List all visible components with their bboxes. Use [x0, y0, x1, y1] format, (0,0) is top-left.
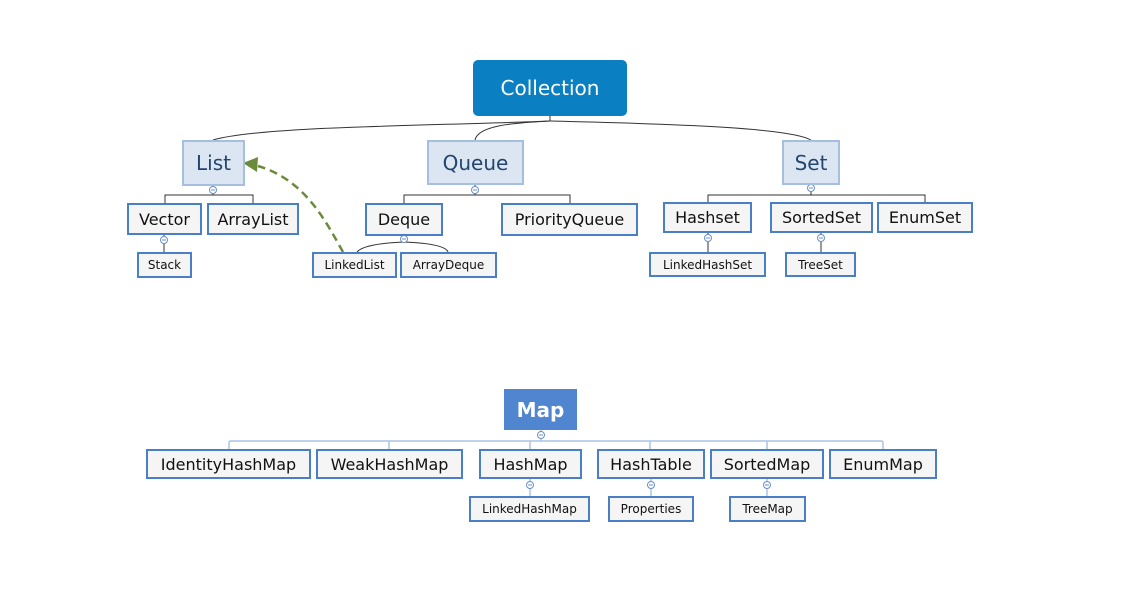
hashmap-node[interactable]: HashMap: [479, 449, 582, 479]
collapse-marker-dashes: [162, 187, 823, 486]
enumset-node[interactable]: EnumSet: [877, 202, 973, 233]
arraydeque-node[interactable]: ArrayDeque: [400, 252, 497, 278]
weakhashmap-node[interactable]: WeakHashMap: [316, 449, 463, 479]
collection-to-set-line: [549, 120, 812, 141]
sortedmap-node[interactable]: SortedMap: [710, 449, 824, 479]
list-node[interactable]: List: [182, 140, 245, 186]
hashtable-node[interactable]: HashTable: [597, 449, 705, 479]
vector-node[interactable]: Vector: [127, 203, 202, 235]
stack-node[interactable]: Stack: [137, 252, 192, 278]
queue-node[interactable]: Queue: [427, 140, 524, 185]
linkedhashset-node[interactable]: LinkedHashSet: [649, 252, 766, 277]
properties-node[interactable]: Properties: [608, 496, 694, 522]
hashset-node[interactable]: Hashset: [663, 202, 752, 233]
collection-to-list-line: [212, 116, 551, 141]
linkedlist-to-list-arrow: [257, 164, 345, 253]
linkedhashmap-node[interactable]: LinkedHashMap: [469, 496, 590, 522]
arraylist-node[interactable]: ArrayList: [207, 203, 299, 235]
priorityqueue-node[interactable]: PriorityQueue: [501, 203, 638, 236]
set-node[interactable]: Set: [782, 140, 840, 185]
map-branch: [228, 440, 884, 449]
queue-branch: [403, 194, 571, 203]
arrow-head-icon: [243, 157, 258, 172]
sortedset-node[interactable]: SortedSet: [770, 202, 873, 233]
enummap-node[interactable]: EnumMap: [829, 449, 937, 479]
linkedlist-node[interactable]: LinkedList: [312, 252, 397, 278]
collection-root-node[interactable]: Collection: [473, 60, 627, 116]
identityhashmap-node[interactable]: IdentityHashMap: [146, 449, 311, 479]
set-branch: [707, 194, 926, 203]
map-root-node[interactable]: Map: [504, 389, 577, 430]
deque-node[interactable]: Deque: [365, 203, 443, 236]
list-branch: [164, 194, 254, 203]
collection-to-queue-line: [474, 120, 551, 141]
treemap-node[interactable]: TreeMap: [729, 496, 806, 522]
treeset-node[interactable]: TreeSet: [785, 252, 856, 277]
